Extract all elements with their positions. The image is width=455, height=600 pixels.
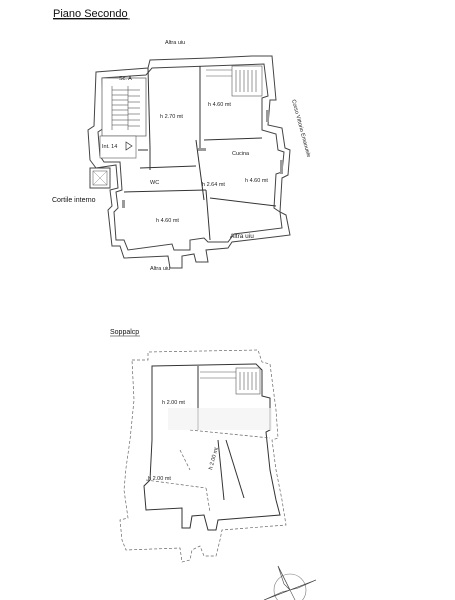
room-h460-low-label: h 4.60 mt (156, 218, 179, 224)
right-altra-uiu-label: Altra uiu (230, 233, 254, 240)
staircase-a-label: Sc. A (119, 76, 132, 82)
mezz-h200-diag-label: h 2.00 mt (208, 446, 220, 470)
staircase-a (101, 77, 147, 137)
north-arrow-icon (263, 565, 317, 600)
landing-int14 (99, 135, 137, 159)
mezzanine-plan: h 2.00 mt h 2.00 mt h 2.00 mt (119, 349, 287, 563)
mezz-h200-top-label: h 2.00 mt (162, 400, 185, 406)
bottom-plan-title: Soppalcp (110, 329, 139, 336)
corso-label: Corso Vittorio Emanuele (290, 99, 311, 158)
room-h264-label: h 2.64 mt (202, 182, 225, 188)
top-floor-plan: Sc. A Int. 14 (52, 40, 311, 272)
kitchen-label: Cucina (232, 151, 250, 157)
landing-arrow-icon (125, 141, 133, 151)
mezz-h200-low-label: h 2.00 mt (148, 476, 171, 482)
courtyard-label: Cortile interno (52, 197, 96, 204)
mezzanine-stair (200, 367, 261, 395)
landing-int14-label: Int. 14 (102, 144, 117, 150)
room-h460-mid-label: h 4.60 mt (245, 178, 268, 184)
staircase-a-steps (111, 86, 140, 130)
bottom-altra-uiu-label: Altra uiu (150, 266, 170, 272)
mezzanine-floor-outline (143, 363, 281, 531)
room-h460-top-label: h 4.60 mt (208, 102, 231, 108)
top-right-stair (206, 65, 263, 97)
top-altra-uiu-label: Altra uiu (165, 40, 185, 46)
room-h270-label: h 2.70 mt (160, 114, 183, 120)
top-plan-title: Piano Secondo (53, 8, 128, 20)
mezzanine-outer-dashed (119, 349, 287, 563)
wc-label: WC (150, 180, 159, 186)
